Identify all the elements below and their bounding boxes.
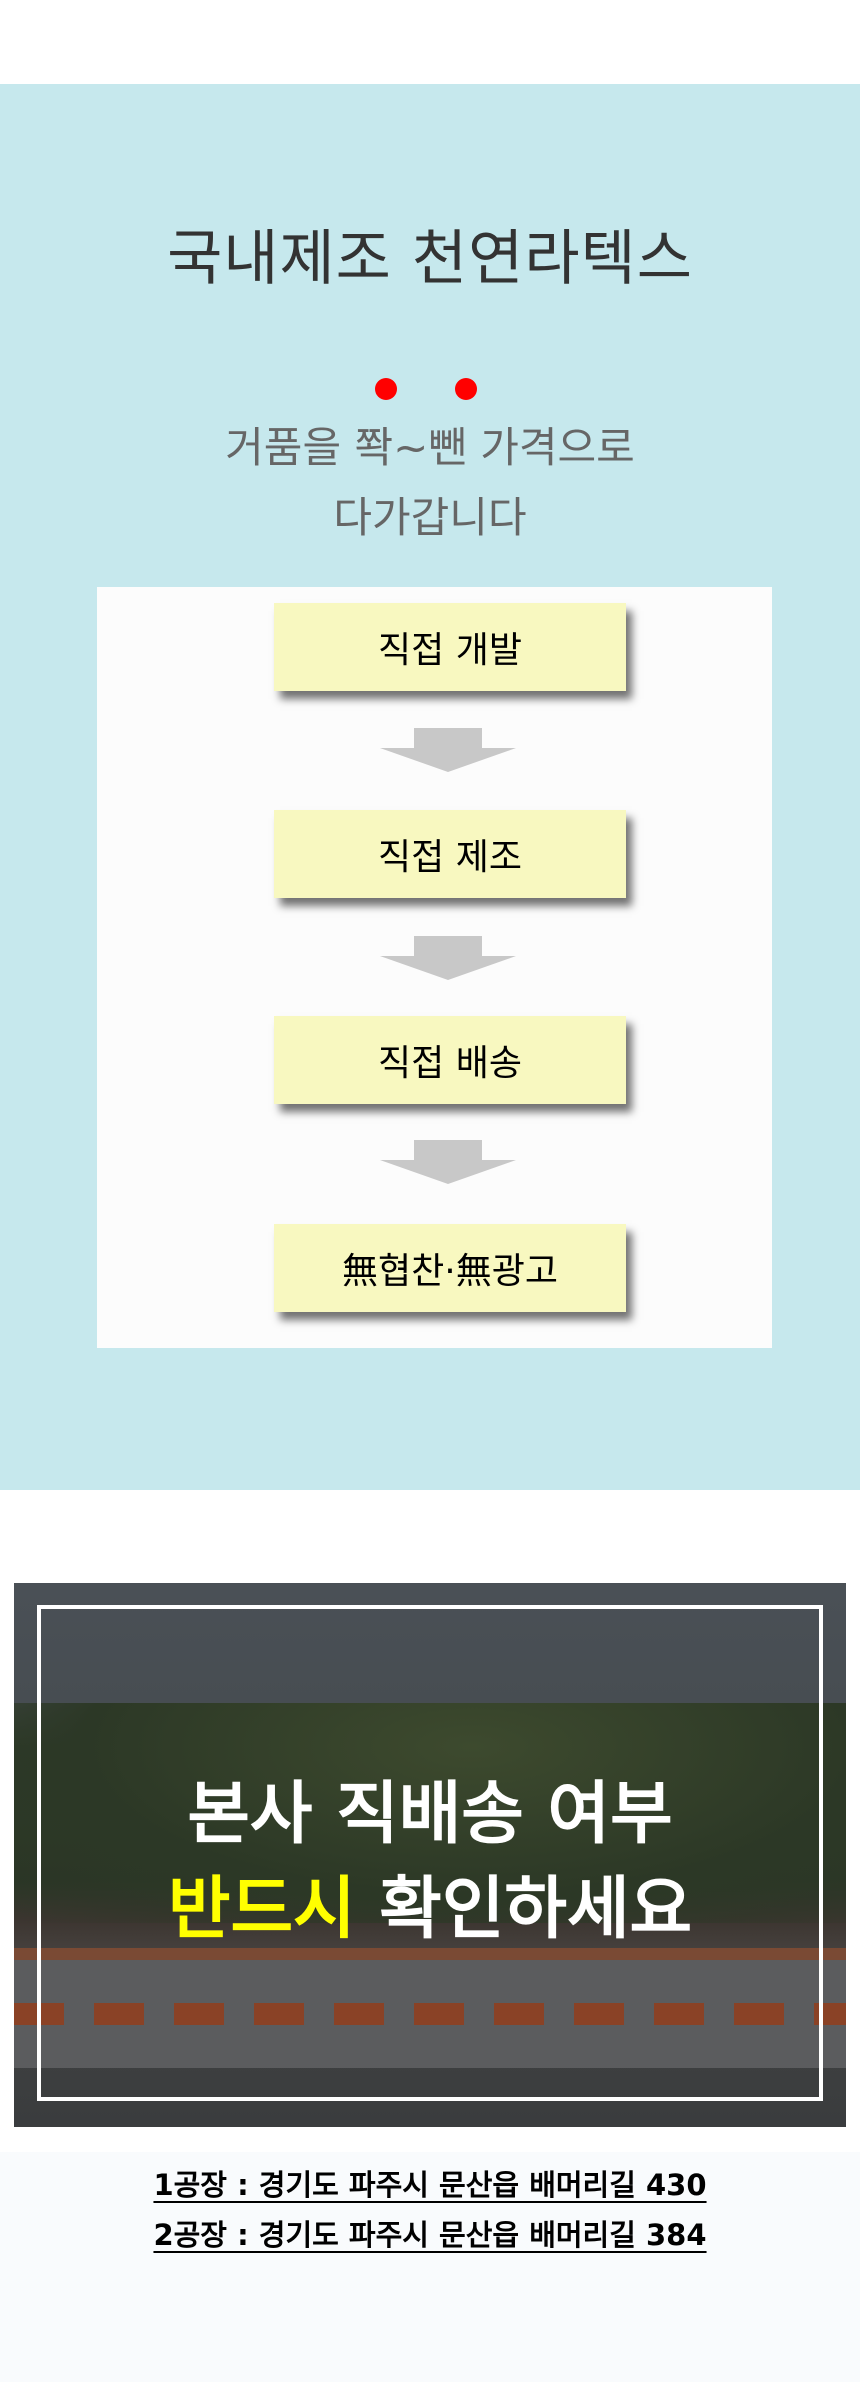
emphasis-dot-icon xyxy=(375,378,397,400)
factory-address-2: 2공장 : 경기도 파주시 문산읍 배머리길 384 xyxy=(153,2218,707,2252)
down-arrow-icon xyxy=(380,728,516,772)
hill-image xyxy=(14,1703,846,1923)
roof-stripe xyxy=(14,1948,846,1960)
subtitle-line-1: 거품을 쫙~뺀 가격으로 xyxy=(225,423,635,472)
flow-step-delivery: 직접 배송 xyxy=(274,1016,626,1104)
building-orange-stripe xyxy=(14,2003,846,2025)
banner-frame xyxy=(37,1605,823,2101)
flow-step-development: 직접 개발 xyxy=(274,603,626,691)
subtitle-line-2: 다가갑니다 xyxy=(333,493,527,542)
factory-photo-banner: 본사 직배송 여부 반드시 확인하세요 xyxy=(14,1583,846,2127)
address-section xyxy=(0,2152,860,2382)
banner-highlight: 반드시 xyxy=(167,1870,356,1949)
flow-step-manufacturing: 직접 제조 xyxy=(274,810,626,898)
down-arrow-icon xyxy=(380,936,516,980)
emphasis-dot-icon xyxy=(455,378,477,400)
banner-line-2-rest: 확인하세요 xyxy=(355,1870,693,1949)
factory-address-1: 1공장 : 경기도 파주시 문산읍 배머리길 430 xyxy=(153,2168,707,2202)
banner-line-2: 반드시 확인하세요 xyxy=(14,1853,846,1952)
flow-step-no-sponsorship: 無협찬·無광고 xyxy=(274,1224,626,1312)
down-arrow-icon xyxy=(380,1140,516,1184)
page-title: 국내제조 천연라텍스 xyxy=(167,224,693,294)
banner-line-1: 본사 직배송 여부 xyxy=(187,1775,673,1854)
